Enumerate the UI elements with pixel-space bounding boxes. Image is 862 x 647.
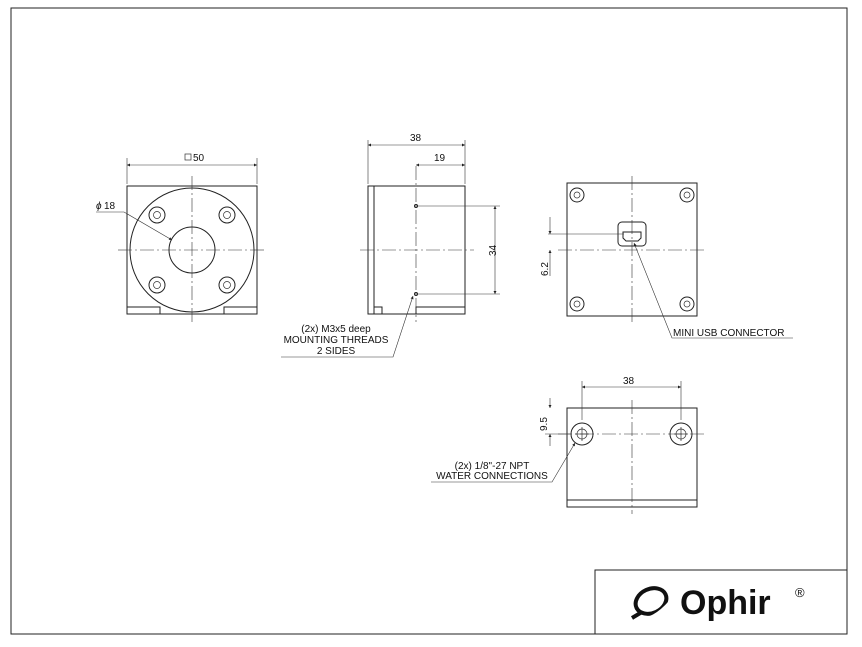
screw-top-left (148, 206, 166, 224)
screw-top-left-hole (153, 211, 161, 219)
screw-bottom-right (218, 276, 236, 294)
back-screw-br (679, 296, 695, 312)
logo-registered: ® (795, 585, 805, 600)
mounting-note-line2: MOUNTING THREADS (284, 335, 389, 346)
back-screw-tr-hole (683, 191, 691, 199)
screw-top-right-hole (223, 211, 231, 219)
back-screw-bl-hole (573, 300, 581, 308)
title-block: Ophir ® (594, 569, 848, 635)
mounting-leader (281, 295, 414, 358)
water-leader (431, 442, 576, 483)
dim-50-label: 50 (193, 153, 205, 164)
side-base-notch (374, 306, 465, 314)
screw-bottom-right-hole (223, 281, 231, 289)
screw-bottom-left (148, 276, 166, 294)
dim-38-label: 38 (410, 133, 422, 144)
dim-34-label: 34 (488, 244, 499, 256)
thread-hole-top (414, 204, 418, 208)
bottom-view: 38 9.5 (2x) 1/8"-27 NPT WATER CONNECTION… (431, 376, 706, 514)
usb-note: MINI USB CONNECTOR (673, 328, 785, 339)
back-screw-tl (569, 187, 585, 203)
ophir-swoosh-icon (629, 586, 677, 621)
screw-bottom-left-hole (153, 281, 161, 289)
dim-9-5-label: 9.5 (539, 417, 550, 431)
back-screw-bl (569, 296, 585, 312)
mounting-note-line1: (2x) M3x5 deep (301, 324, 371, 335)
dim-6-2-label: 6.2 (540, 262, 551, 276)
back-screw-tr (679, 187, 695, 203)
back-screw-tl-hole (573, 191, 581, 199)
logo-text: Ophir (680, 584, 771, 622)
dim-spacing-label: 38 (623, 376, 635, 387)
side-view: 38 19 34 (2x) M3x5 deep MOUNTING THREADS… (281, 133, 500, 358)
back-view: 6.2 MINI USB CONNECTOR (540, 176, 793, 339)
front-base-notch (127, 306, 257, 314)
thread-hole-bottom (414, 292, 418, 296)
front-view: 50 ϕ 18 (96, 153, 266, 322)
water-connection-right (669, 422, 693, 446)
usb-leader (633, 242, 793, 339)
water-note-line2: WATER CONNECTIONS (436, 471, 548, 482)
dim-18-label: 18 (104, 201, 116, 212)
square-symbol (184, 153, 192, 161)
back-screw-br-hole (683, 300, 691, 308)
dim-18-leader (96, 211, 173, 241)
screw-top-right (218, 206, 236, 224)
mounting-note-line3: 2 SIDES (317, 346, 356, 357)
dim-19-label: 19 (434, 153, 446, 164)
dia-symbol: ϕ (96, 201, 102, 212)
water-connection-left (570, 422, 594, 446)
drawing-frame (10, 7, 848, 635)
logo-box (594, 569, 848, 635)
water-note-line1: (2x) 1/8"-27 NPT (455, 461, 530, 472)
usb-connector-port (622, 231, 642, 242)
